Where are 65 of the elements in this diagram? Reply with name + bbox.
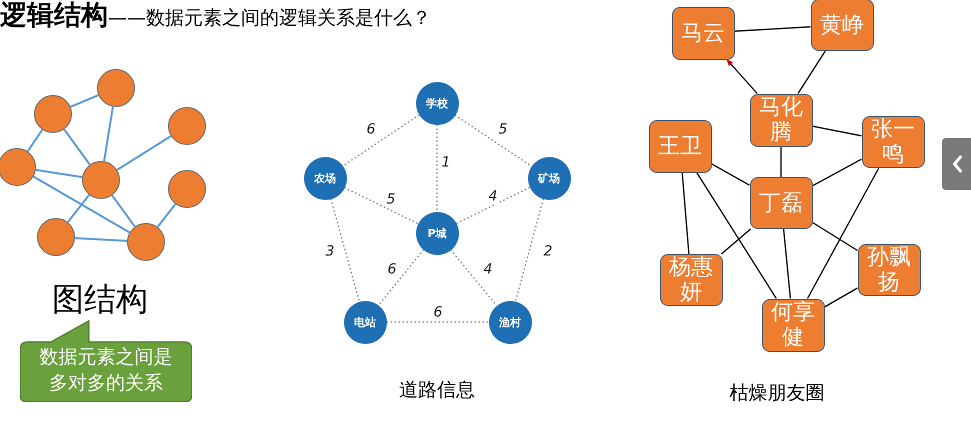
- connector-line: [514, 198, 544, 302]
- name-box: 王卫: [648, 120, 712, 172]
- graph-node-circle: [82, 161, 120, 199]
- diagram-caption: 枯燥朋友圈: [730, 381, 824, 406]
- connector-line: [156, 203, 176, 228]
- diagram-caption: 道路信息: [399, 378, 475, 403]
- graph-node-circle: [34, 95, 72, 133]
- place-circle: 农场: [304, 156, 346, 200]
- connector-line: [344, 186, 418, 224]
- connector-line: [806, 168, 880, 299]
- name-box: 张一鸣: [862, 116, 924, 168]
- connector-line: [116, 135, 172, 171]
- connector-line: [711, 163, 750, 186]
- connector-line: [734, 26, 811, 32]
- connector-line: [36, 168, 82, 178]
- connector-line: [797, 50, 826, 94]
- connector-line: [456, 186, 530, 224]
- callout-bubble: [20, 320, 192, 402]
- place-circle: P城: [416, 212, 458, 254]
- connector-line: [330, 198, 360, 302]
- connector-line: [103, 106, 114, 162]
- connector-line: [386, 321, 488, 323]
- connector-line: [26, 129, 44, 152]
- place-circle: 学校: [416, 82, 458, 124]
- callout-text: 数据元素之间是多对多的关系: [38, 345, 174, 396]
- graph-node-circle: [127, 223, 165, 261]
- connector-line: [342, 114, 420, 167]
- connector-line: [812, 158, 862, 186]
- diagram-caption: 图结构: [52, 279, 148, 320]
- connector-line: [32, 176, 130, 234]
- connector-line: [812, 222, 858, 252]
- name-box: 孙飘扬: [858, 244, 920, 296]
- connector-line: [63, 128, 91, 166]
- name-box: 何享健: [762, 298, 824, 352]
- connector-line: [67, 194, 90, 223]
- connector-line: [682, 172, 690, 254]
- connector-line: [780, 146, 782, 177]
- connector-line: [454, 114, 532, 167]
- connector-line: [720, 228, 752, 254]
- connector-line: [812, 126, 862, 136]
- graph-node-circle: [168, 107, 206, 145]
- edge-label: 4: [488, 190, 498, 204]
- title: 逻辑结构——数据元素之间的逻辑关系是什么？: [0, 0, 431, 33]
- connector-line: [696, 172, 777, 299]
- place-circle: 渔村: [488, 300, 532, 344]
- name-box: 马化腾: [750, 94, 812, 146]
- connector-line: [378, 249, 424, 306]
- graph-node-circle: [168, 170, 206, 208]
- graph-node-circle: [37, 218, 75, 256]
- connector-line: [70, 94, 99, 108]
- name-box: 杨惠妍: [660, 254, 722, 306]
- name-box: 马云: [672, 6, 734, 60]
- connector-line: [436, 124, 438, 212]
- graph-node-circle: [0, 148, 36, 186]
- arrow: [726, 58, 758, 94]
- connector-line: [782, 228, 792, 299]
- name-box: 丁磊: [750, 177, 812, 229]
- name-box: 黄峥: [810, 0, 874, 51]
- connector-line: [111, 194, 136, 228]
- connector-line: [450, 249, 497, 306]
- graph-node-circle: [97, 69, 135, 107]
- place-circle: 矿场: [528, 156, 570, 200]
- connector-line: [824, 287, 858, 308]
- place-circle: 电站: [344, 300, 386, 344]
- connector-line: [74, 237, 128, 242]
